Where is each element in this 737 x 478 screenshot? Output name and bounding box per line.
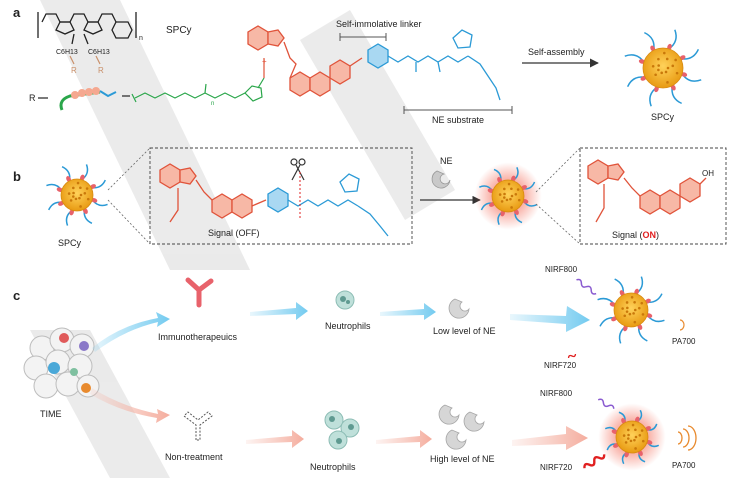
polymer-label-spcy: SPCy <box>166 25 192 36</box>
antibody-icon <box>185 277 214 308</box>
spcy-nanoparticle-b <box>46 164 108 226</box>
non-treatment-label: Non-treatment <box>165 452 223 462</box>
hemicyanine-dye-b <box>159 163 253 219</box>
scissors-icon <box>290 158 306 181</box>
nirf800-wave-top <box>576 278 597 295</box>
arrow-blue-3 <box>510 306 590 332</box>
arrow-to-immunotherapy <box>92 312 170 352</box>
neutrophil-icons-bottom <box>324 410 360 450</box>
watermark-stripes <box>30 0 455 478</box>
peg-subscript: n <box>211 101 214 107</box>
peptide-substrate-a <box>367 29 501 101</box>
nirf720-label-bottom: NIRF720 <box>540 463 573 472</box>
nirf800-wave-bottom <box>597 398 615 409</box>
mini-polymer-icon <box>59 87 117 111</box>
sub-r2: R <box>98 66 104 75</box>
nirf800-label-bottom: NIRF800 <box>540 389 573 398</box>
signal-on-box <box>579 147 727 245</box>
nirf800-label-top: NIRF800 <box>545 265 578 274</box>
polymer-subscript: n <box>139 35 143 42</box>
pa700-label-bottom: PA700 <box>672 461 696 470</box>
linker-label: Self-immolative linker <box>336 19 422 29</box>
signal-on-label: Signal (ON) <box>612 230 659 240</box>
immunotherapeutics-label: Immunotherapeuics <box>158 332 238 342</box>
signal-off-label: Signal (OFF) <box>208 228 260 238</box>
substrate-label: NE substrate <box>432 115 484 125</box>
spcy-nanoparticle-activated <box>474 162 542 230</box>
neutrophils-label-bottom: Neutrophils <box>310 462 356 472</box>
ne-enzyme-icon-b <box>431 170 451 189</box>
neutrophil-icon-top <box>335 290 355 310</box>
time-label: TIME <box>40 409 62 419</box>
panel-a-letter: a <box>13 5 21 20</box>
arrow-to-non-treatment <box>90 388 170 423</box>
np-b-label: SPCy <box>58 238 82 248</box>
spcy-nanoparticle-high <box>598 403 666 471</box>
panel-b-letter: b <box>13 169 21 184</box>
pa-wave-bottom <box>677 425 697 451</box>
arrow-pink-3 <box>512 426 588 450</box>
pa700-label-top: PA700 <box>672 337 696 346</box>
hemicyanine-dye-a <box>247 25 351 97</box>
low-ne-label: Low level of NE <box>433 326 496 336</box>
side-chain-1: C6H13 <box>56 49 78 56</box>
pa-wave-top <box>679 319 685 331</box>
nirf720-wave-bottom <box>583 454 606 469</box>
sub-r1: R <box>71 66 77 75</box>
antibody-outline-icon <box>183 411 213 441</box>
self-assembly-label: Self-assembly <box>528 47 585 57</box>
r-prefix: R <box>29 93 36 103</box>
signal-off-box <box>149 147 413 245</box>
oh-label: OH <box>702 169 714 178</box>
neutrophils-label-top: Neutrophils <box>325 321 371 331</box>
charge-plus: + <box>262 57 267 66</box>
ne-enzyme-low <box>448 298 470 319</box>
nirf720-label-top: NIRF720 <box>544 361 577 370</box>
ne-label-b: NE <box>440 156 453 166</box>
spcy-nanoparticle-a <box>624 29 702 107</box>
arrow-blue-2 <box>380 303 436 320</box>
polymer-backbone <box>37 12 137 45</box>
panel-c-letter: c <box>13 288 20 303</box>
np-a-label: SPCy <box>651 112 675 122</box>
arrow-pink-1 <box>246 430 304 448</box>
side-chain-2: C6H13 <box>88 49 110 56</box>
triazole-ring <box>244 85 263 102</box>
spcy-nanoparticle-low <box>597 276 665 344</box>
high-ne-label: High level of NE <box>430 454 495 464</box>
peptide-substrate-b <box>267 173 389 237</box>
ne-enzyme-high <box>438 404 485 450</box>
peg-linker <box>131 83 246 103</box>
time-cell-cluster <box>23 327 100 399</box>
arrow-pink-2 <box>376 430 432 448</box>
hemicyanine-dye-on <box>587 159 701 215</box>
nirf720-wave-top <box>567 353 577 359</box>
arrow-blue-1 <box>250 302 308 320</box>
